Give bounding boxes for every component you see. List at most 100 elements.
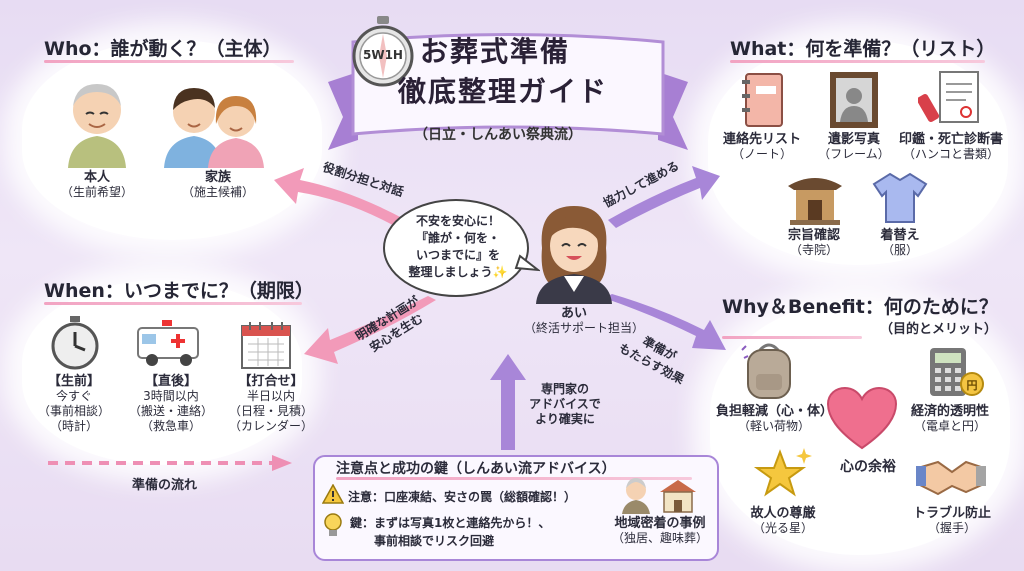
speech-line-4: 整理しましょう✨ xyxy=(408,265,508,279)
why-subtitle: （目的とメリット） xyxy=(880,322,998,337)
who-item-sub: （施主候補） xyxy=(181,185,254,199)
flow-arrow-icon xyxy=(48,455,292,471)
why-item-label: 故人の尊厳 xyxy=(750,506,816,521)
what-item-sub: （寺院） xyxy=(789,243,838,257)
when-item-meeting: 【打合せ】 半日以内 （日程・見積） （カレンダー） xyxy=(226,374,316,434)
why-item-sub: （軽い荷物） xyxy=(737,419,810,433)
why-item-mind: 心の余裕 xyxy=(840,459,896,475)
when-item-task: （日程・見積） xyxy=(228,404,313,418)
family-icon xyxy=(164,88,264,168)
who-item-sub: （生前希望） xyxy=(60,185,133,199)
arrow-to-what-icon xyxy=(608,166,720,228)
guide-role: （終活サポート担当） xyxy=(524,321,645,335)
what-item-sub: （ハンコと書類） xyxy=(902,147,999,161)
arrow-label-expert: 専門家の アドバイスで より確実に xyxy=(522,382,608,427)
what-item-label: 連絡先リスト xyxy=(722,132,801,147)
why-item-label: 負担軽減（心・体） xyxy=(716,404,834,419)
when-item-deadline: 3時間以内 xyxy=(143,389,199,403)
when-item-period: 【直後】 xyxy=(144,374,197,389)
backpack-icon xyxy=(741,343,791,399)
who-item-self: 本人 （生前希望） xyxy=(52,170,142,200)
when-cloud xyxy=(22,280,302,465)
what-item-sub: （フレーム） xyxy=(818,147,890,161)
why-underline xyxy=(722,336,862,339)
flow-label: 準備の流れ xyxy=(132,478,198,493)
who-item-label: 家族 xyxy=(204,170,231,185)
what-item-photo: 遺影写真 （フレーム） xyxy=(812,132,896,162)
calendar-icon xyxy=(241,322,291,369)
warning-icon xyxy=(322,484,344,504)
title-line1: お葬式準備 xyxy=(420,35,571,68)
handshake-icon xyxy=(916,460,986,496)
when-item-icon-label: （カレンダー） xyxy=(228,419,313,433)
arrow-label-expert-line1: 専門家の xyxy=(540,382,589,396)
notes-title: 注意点と成功の鍵（しんあい流アドバイス） xyxy=(336,461,616,477)
why-item-trouble: トラブル防止 （握手） xyxy=(904,506,1000,536)
notebook-icon xyxy=(742,73,783,127)
why-item-label: トラブル防止 xyxy=(912,506,991,521)
guide-character-icon xyxy=(536,206,612,304)
local-case-sub: （独居、趣味葬） xyxy=(611,531,708,545)
what-item-label: 宗旨確認 xyxy=(787,228,840,243)
heart-icon xyxy=(826,386,898,450)
why-item-sub: （握手） xyxy=(927,521,976,535)
why-title: Why＆Benefit：何のために？ xyxy=(722,296,998,318)
lightbulb-icon xyxy=(324,513,342,536)
what-item-label: 遺影写真 xyxy=(827,132,880,147)
star-icon xyxy=(753,448,812,497)
caution-text: 注意：口座凍結、安さの罠（総額確認！） xyxy=(348,490,577,504)
why-item-sub: （電卓と円） xyxy=(913,419,986,433)
when-item-icon-label: （時計） xyxy=(49,419,98,433)
what-item-label: 着替え xyxy=(880,228,920,243)
yen-label: 円 xyxy=(966,379,978,392)
when-title: When：いつまでに？（期限） xyxy=(44,280,314,302)
elderly-person-icon xyxy=(68,84,126,168)
photo-frame-icon xyxy=(830,72,878,128)
what-item-sub: （服） xyxy=(881,243,918,257)
title-banner xyxy=(328,33,688,150)
speech-bubble-shape xyxy=(383,199,540,297)
seal-and-document-icon xyxy=(918,71,979,123)
who-underline xyxy=(44,60,294,63)
elderly-and-house-icon xyxy=(622,478,696,514)
what-item-clothes: 着替え （服） xyxy=(858,228,942,258)
when-item-icon-label: （救急車） xyxy=(140,419,201,433)
title-subtitle: （日立・しんあい祭典流） xyxy=(414,127,582,143)
title-line2: 徹底整理ガイド xyxy=(398,75,609,108)
notes-underline xyxy=(336,477,692,480)
who-item-family: 家族 （施主候補） xyxy=(168,170,268,200)
who-item-label: 本人 xyxy=(83,170,110,185)
why-item-cost: 経済的透明性 （電卓と円） xyxy=(900,404,1000,434)
when-item-pre: 【生前】 今すぐ （事前相談） （時計） xyxy=(34,374,114,434)
local-case: 地域密着の事例 （独居、趣味葬） xyxy=(608,516,712,546)
when-item-after: 【直後】 3時間以内 （搬送・連絡） （救急車） xyxy=(126,374,216,434)
what-item-seal: 印鑑・死亡診断書 （ハンコと書類） xyxy=(896,132,1006,162)
speech-bubble-text: 不安を安心に！ 『誰が・何を・ いつまでに』を 整理しましょう✨ xyxy=(396,213,520,281)
temple-icon xyxy=(788,178,842,225)
who-title: Who：誰が動く？（主体） xyxy=(44,38,282,60)
speech-line-2: 『誰が・何を・ xyxy=(415,231,500,245)
why-item-burden: 負担軽減（心・体） （軽い荷物） xyxy=(716,404,834,434)
when-underline xyxy=(44,302,302,305)
why-item-label: 経済的透明性 xyxy=(910,404,989,419)
what-underline xyxy=(730,60,985,63)
notes-box xyxy=(313,455,719,561)
speech-line-3: いつまでに』を xyxy=(415,248,500,262)
calculator-icon xyxy=(930,348,984,396)
shirt-icon xyxy=(872,172,928,223)
what-item-contacts: 連絡先リスト （ノート） xyxy=(720,132,804,162)
when-item-period: 【生前】 xyxy=(47,374,100,389)
what-item-sub: （ノート） xyxy=(731,147,792,161)
guide-name-text: あい xyxy=(560,306,587,321)
local-case-label: 地域密着の事例 xyxy=(614,516,706,531)
when-item-period: 【打合せ】 xyxy=(238,374,304,389)
compass-badge: 5W1H xyxy=(363,48,403,62)
what-item-religion: 宗旨確認 （寺院） xyxy=(772,228,856,258)
what-item-label: 印鑑・死亡診断書 xyxy=(898,132,1003,147)
ambulance-icon xyxy=(137,320,199,366)
arrow-label-expert-line3: より確実に xyxy=(535,412,595,426)
when-item-deadline: 今すぐ xyxy=(55,389,92,403)
why-item-sub: （光る星） xyxy=(752,521,813,535)
what-title: What：何を準備？（リスト） xyxy=(730,38,996,60)
compass-icon xyxy=(352,16,414,87)
